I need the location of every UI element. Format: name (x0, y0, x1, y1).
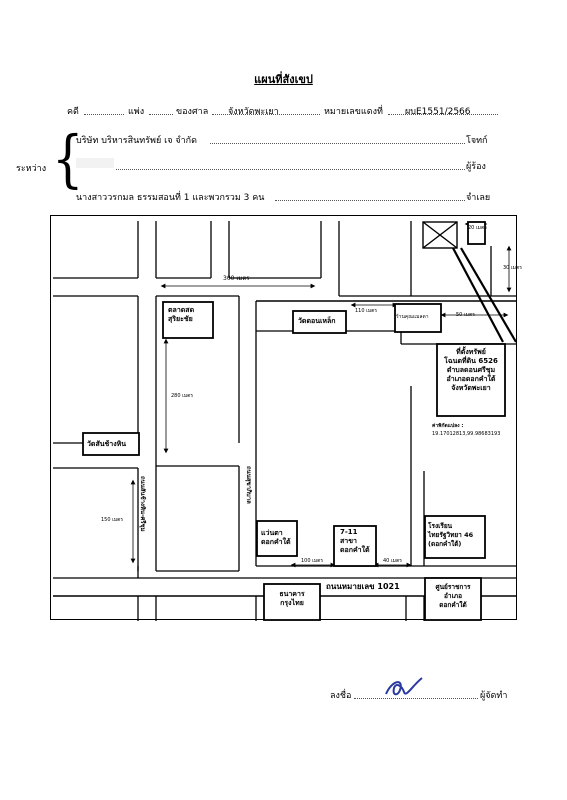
signature-mark (385, 677, 423, 696)
plaintiff-name: บริษัท บริหารสินทรัพย์ เจ จำกัด (76, 136, 197, 146)
sign-label: ลงชื่อ (330, 691, 352, 701)
distance-20m: 20 เมตร (468, 225, 487, 231)
vanda-label: แว่นตาดอกคำใต้ (261, 529, 291, 546)
civil-label: แพ่ง (128, 107, 145, 117)
coords-value: 19.17012813,99.98683193 (432, 431, 501, 437)
court-label: ของศาล (176, 107, 209, 117)
redacted-petitioner (76, 158, 114, 168)
distance-300m: 300 เมตร (223, 275, 250, 282)
shop-khun-label: ร้านคุณแมลดา (396, 314, 429, 320)
temple-doi-label: วัดดอนเหล็ก (298, 317, 336, 325)
distance-100m: 100 เมตร (301, 558, 324, 564)
road-sukphiban-label: ถนนสุขาภิบาล (245, 466, 252, 504)
map-lines (53, 221, 517, 621)
defendant-name: นางสาววรกมล ธรรมสอนที่ 1 และพวกรวม 3 คน (76, 193, 265, 203)
plaintiff-role: โจทก์ (466, 136, 488, 146)
highway-label: ถนนหมายเลข 1021 (326, 582, 400, 591)
distance-30m: 30 เมตร (503, 265, 522, 271)
map-area: 20 เมตร 30 เมตร 300 เมตร 110 เมตร 50 เมต… (50, 215, 522, 621)
road-sanchang-label: ถนนสันช้างหิน-ศรีชุม (139, 476, 146, 532)
distance-150m: 150 เมตร (101, 517, 124, 523)
distance-280m: 280 เมตร (171, 393, 194, 399)
between-label: ระหว่าง (16, 164, 47, 174)
black-no-label: หมายเลขแดงที่ (324, 107, 383, 117)
map-title: แผนที่สังเขป (254, 73, 313, 86)
distance-40m: 40 เมตร (383, 558, 402, 564)
temple-san-label: วัดสันช้างหิน (87, 440, 127, 448)
defendant-role: จำเลย (466, 193, 491, 203)
bank-label: ธนาคารกรุงไทย (279, 590, 305, 607)
gov-center-label: ศูนย์ราชการอำเภอดอกคำใต้ (435, 583, 471, 609)
court-name: จังหวัดพะเยา (228, 107, 279, 117)
school-label: โรงเรียนไทยรัฐวิทยา 46(ดอกคำใต้) (428, 522, 474, 548)
black-no: ผบE1551/2566 (405, 107, 471, 117)
distance-50m: 50 เมตร (456, 312, 475, 318)
coords-label: ค่าพิกัดแปลง : (432, 423, 464, 429)
case-label: คดี (67, 107, 79, 117)
maker-label: ผู้จัดทำ (480, 691, 508, 701)
petitioner-role: ผู้ร้อง (466, 162, 486, 172)
market-label: ตลาดสดสุริยะชัย (168, 306, 195, 323)
distance-110m: 110 เมตร (355, 308, 378, 314)
property-label: ที่ตั้งทรัพย์ โฉนดที่ดิน 6526 ตำบลดอนศรี… (444, 348, 498, 392)
